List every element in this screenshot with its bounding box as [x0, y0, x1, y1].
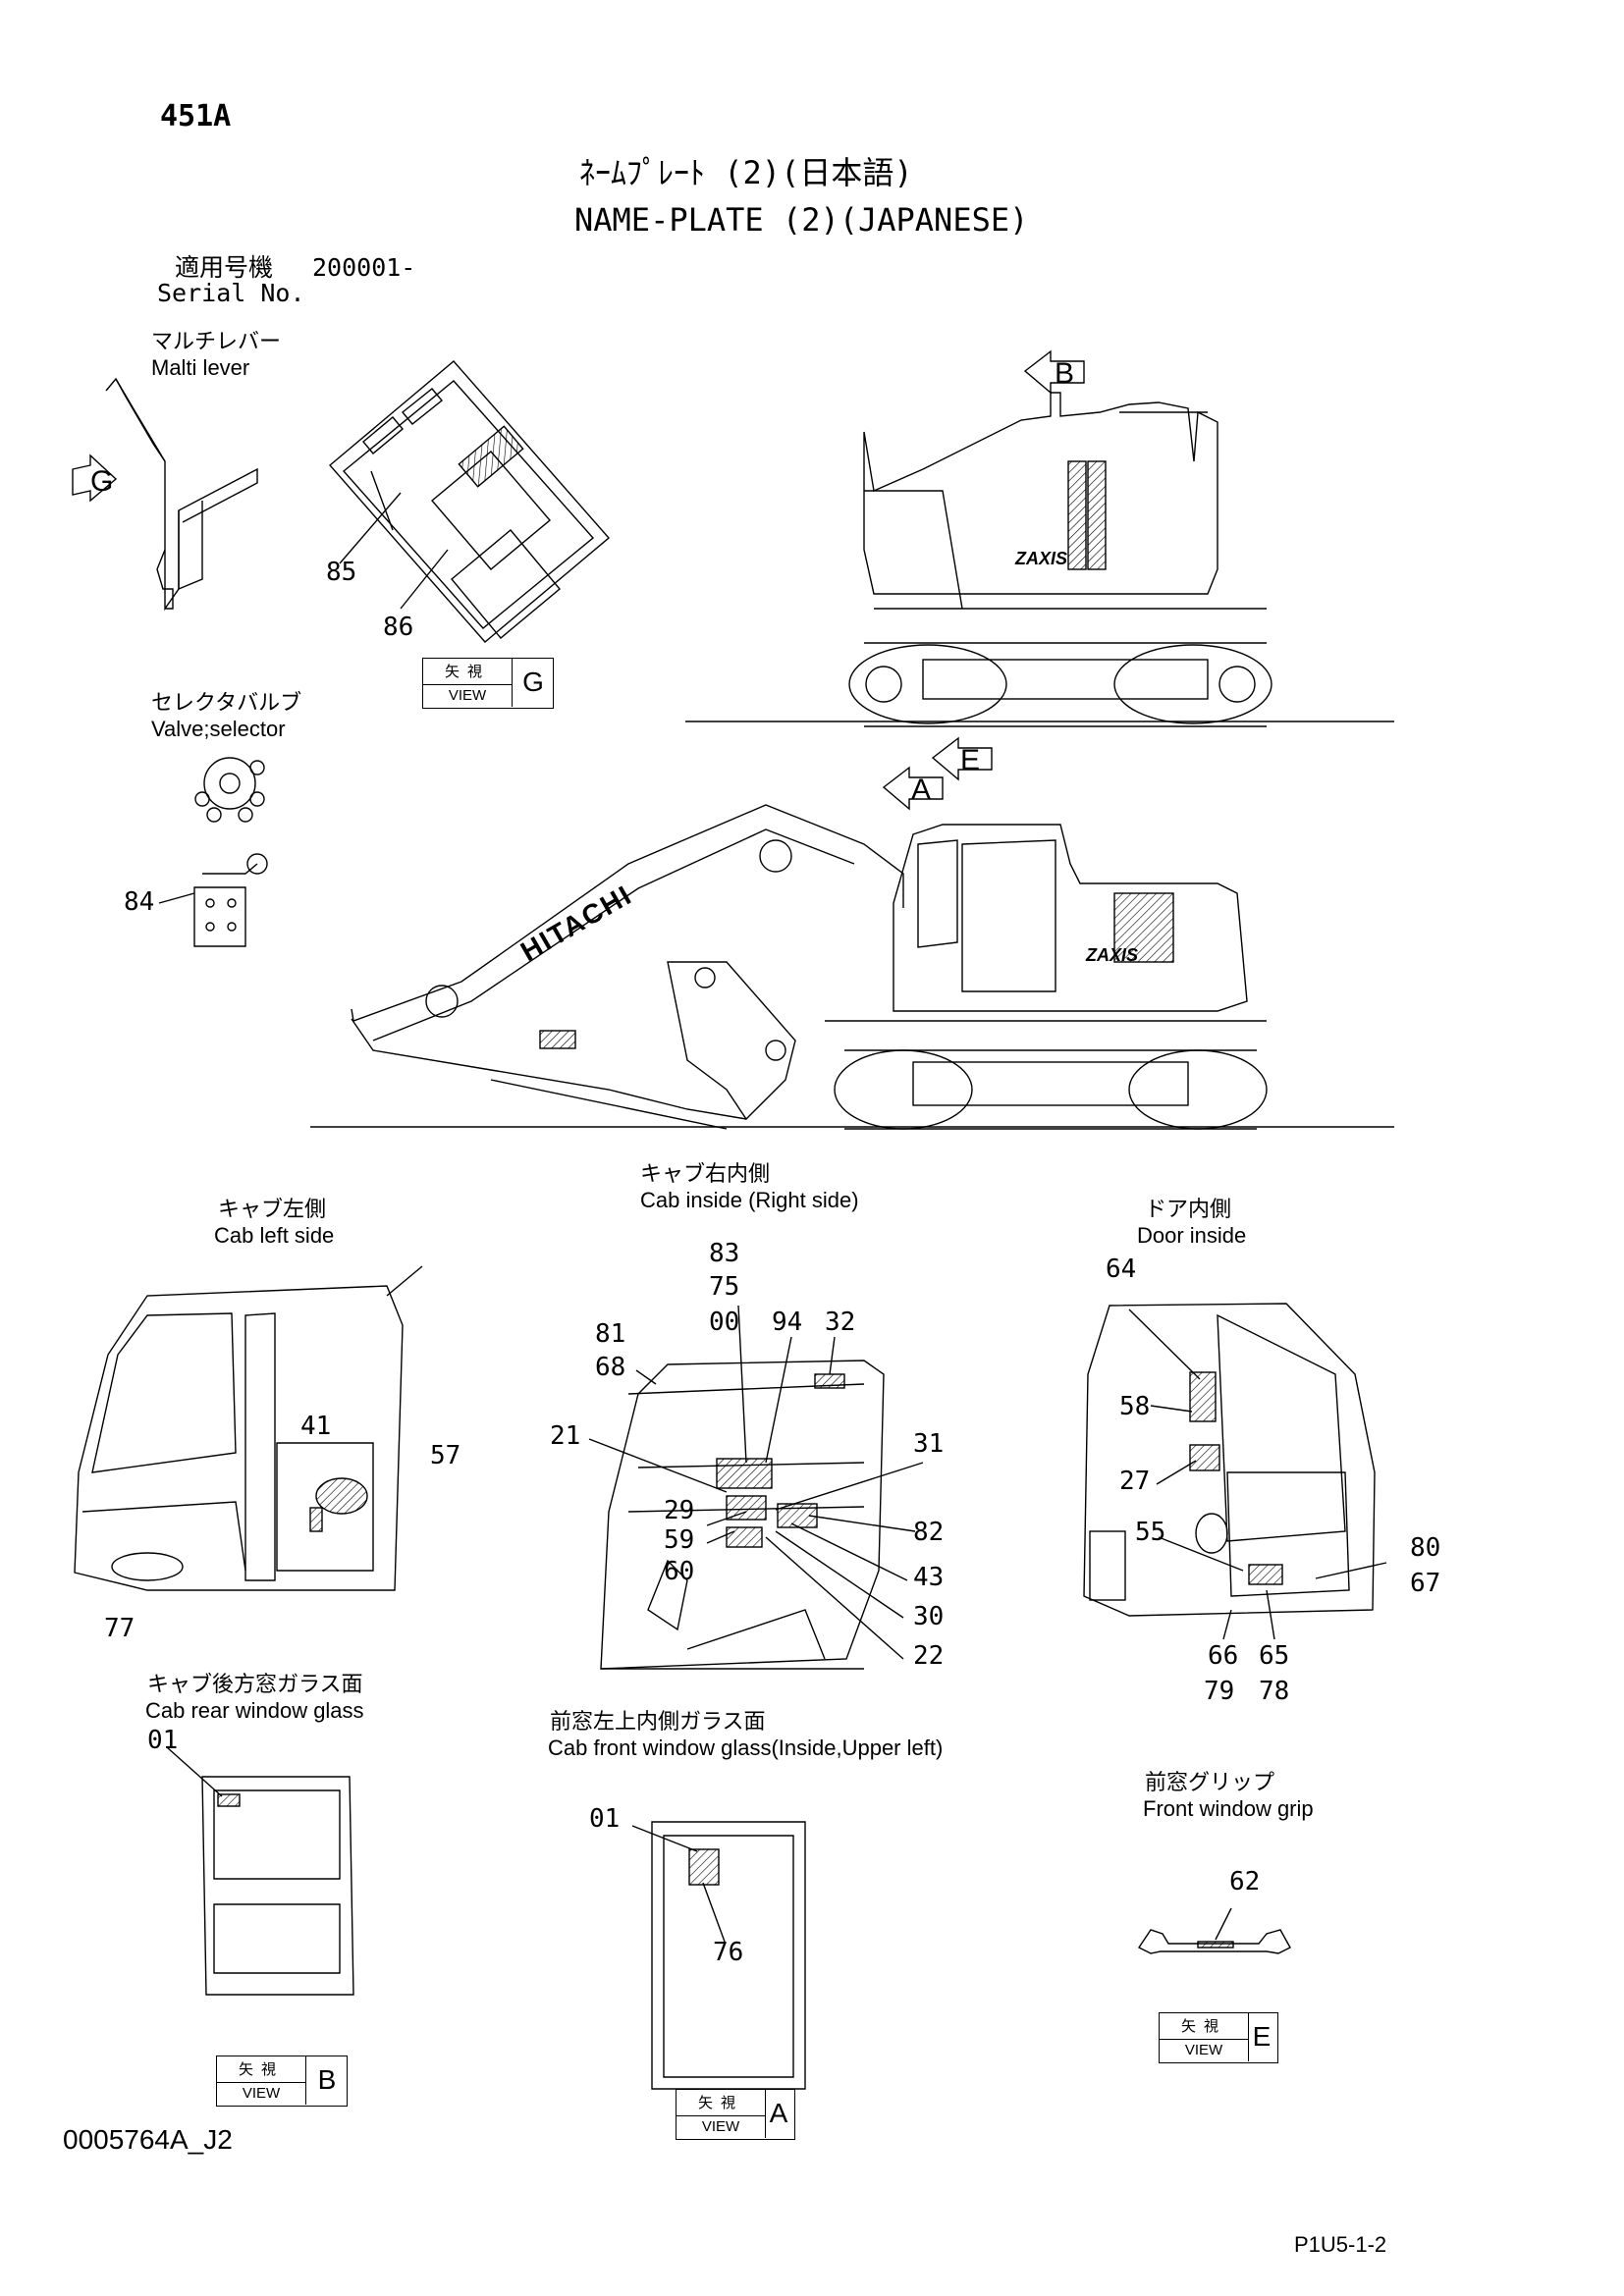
drawing-code: 0005764A_J2 — [63, 2124, 233, 2155]
caption-door-inside-en: Door inside — [1137, 1223, 1247, 1248]
caption-door-inside-jp: ドア内側 — [1145, 1198, 1232, 1222]
multi-lever-drawing — [72, 377, 258, 612]
caption-front-glass-en: Cab front window glass(Inside,Upper left… — [548, 1735, 944, 1760]
serial-value: 200001- — [312, 253, 416, 282]
callout-01-front: 01 — [589, 1804, 621, 1834]
arrow-b-label: B — [1055, 357, 1075, 390]
callout-00: 00 — [709, 1308, 740, 1337]
cab-inside-drawing — [588, 1305, 924, 1670]
view-box-letter: G — [522, 667, 544, 697]
view-box-word: VIEW — [677, 2116, 766, 2138]
callout-76: 76 — [713, 1938, 744, 1967]
front-grip-drawing — [1137, 1907, 1291, 1954]
front-glass-drawing — [631, 1821, 806, 2090]
caption-cab-inside-jp: キャブ右内側 — [640, 1162, 771, 1187]
serial-label-en: Serial No. — [157, 279, 305, 307]
callout-75: 75 — [709, 1272, 740, 1302]
callout-84: 84 — [124, 887, 155, 917]
caption-cab-left-en: Cab left side — [214, 1223, 335, 1248]
callout-30: 30 — [913, 1602, 945, 1631]
callout-64: 64 — [1106, 1255, 1137, 1284]
callout-67: 67 — [1410, 1569, 1441, 1598]
callout-85: 85 — [326, 558, 357, 587]
caption-front-glass-jp: 前窓左上内側ガラス面 — [550, 1710, 766, 1735]
view-box-word: VIEW — [423, 685, 513, 707]
callout-80: 80 — [1410, 1533, 1441, 1563]
callout-78: 78 — [1259, 1677, 1290, 1706]
callout-55: 55 — [1135, 1518, 1166, 1547]
callout-79: 79 — [1204, 1677, 1235, 1706]
arrow-g-label: G — [90, 465, 114, 498]
callout-21: 21 — [550, 1421, 581, 1451]
view-box-kanji: 矢視 — [1160, 2013, 1249, 2040]
cab-rear-glass-drawing — [166, 1746, 354, 1996]
valve-selector-drawing — [158, 757, 268, 947]
callout-77: 77 — [104, 1614, 135, 1643]
caption-front-grip-jp: 前窓グリップ — [1145, 1771, 1275, 1795]
view-box-kanji: 矢視 — [677, 2090, 766, 2116]
callout-27: 27 — [1119, 1467, 1151, 1496]
view-box-word: VIEW — [1160, 2040, 1249, 2061]
view-box-word: VIEW — [217, 2083, 306, 2105]
caption-cab-rear-glass-jp: キャブ後方窓ガラス面 — [147, 1673, 363, 1697]
callout-43: 43 — [913, 1563, 945, 1592]
callout-68: 68 — [595, 1353, 626, 1382]
model-badge-top: ZAXIS — [1015, 549, 1068, 568]
callout-31: 31 — [913, 1429, 945, 1459]
callout-60: 60 — [664, 1557, 695, 1586]
callout-32: 32 — [825, 1308, 856, 1337]
callout-82: 82 — [913, 1518, 945, 1547]
arrow-e-icon — [931, 736, 993, 781]
view-box-letter: E — [1252, 2021, 1272, 2052]
door-inside-drawing — [1083, 1303, 1387, 1640]
caption-multi-lever-en: Malti lever — [151, 355, 250, 380]
view-box-g: 矢視 VIEW G — [422, 658, 554, 709]
arrow-a-label: A — [911, 774, 932, 806]
model-badge-main: ZAXIS — [1086, 945, 1139, 965]
callout-22: 22 — [913, 1641, 945, 1671]
caption-multi-lever-jp: マルチレバー — [151, 330, 282, 354]
arrow-a-icon — [882, 766, 944, 811]
page-reference: P1U5-1-2 — [1294, 2232, 1387, 2257]
caption-valve-selector-jp: セレクタバルブ — [151, 691, 302, 716]
view-box-b: 矢視 VIEW B — [216, 2056, 348, 2107]
callout-62: 62 — [1229, 1867, 1261, 1896]
view-box-letter: A — [769, 2098, 788, 2128]
excavator-side-drawing — [685, 392, 1394, 727]
caption-cab-rear-glass-en: Cab rear window glass — [145, 1698, 364, 1723]
caption-cab-left-jp: キャブ左側 — [218, 1198, 327, 1222]
callout-41: 41 — [300, 1412, 332, 1441]
excavator-main-drawing — [310, 804, 1394, 1130]
caption-front-grip-en: Front window grip — [1143, 1796, 1314, 1821]
title-english: NAME-PLATE (2)(JAPANESE) — [574, 201, 1029, 239]
callout-65: 65 — [1259, 1641, 1290, 1671]
callout-58: 58 — [1119, 1392, 1151, 1421]
serial-label-jp: 適用号機 — [175, 253, 274, 282]
panel-drawing — [329, 360, 610, 643]
callout-94: 94 — [772, 1308, 803, 1337]
view-box-kanji: 矢視 — [423, 659, 513, 685]
caption-cab-inside-en: Cab inside (Right side) — [640, 1188, 859, 1212]
view-box-e: 矢視 VIEW E — [1159, 2012, 1278, 2063]
callout-57: 57 — [430, 1441, 461, 1470]
callout-59: 59 — [664, 1525, 695, 1555]
arrow-e-label: E — [960, 744, 981, 776]
view-box-kanji: 矢視 — [217, 2056, 306, 2083]
callout-66: 66 — [1208, 1641, 1239, 1671]
page-code: 451A — [160, 99, 232, 133]
callout-01-rear: 01 — [147, 1726, 179, 1755]
arrow-b-icon — [1023, 349, 1085, 395]
callout-86: 86 — [383, 613, 414, 642]
title-japanese: ﾈｰﾑﾌﾟﾚｰﾄ (2)(日本語) — [579, 154, 913, 191]
callout-29: 29 — [664, 1496, 695, 1525]
caption-valve-selector-en: Valve;selector — [151, 717, 286, 741]
callout-81: 81 — [595, 1319, 626, 1349]
cab-left-drawing — [74, 1265, 423, 1591]
view-box-a: 矢視 VIEW A — [676, 2089, 795, 2140]
view-box-letter: B — [317, 2064, 337, 2095]
callout-83: 83 — [709, 1239, 740, 1268]
